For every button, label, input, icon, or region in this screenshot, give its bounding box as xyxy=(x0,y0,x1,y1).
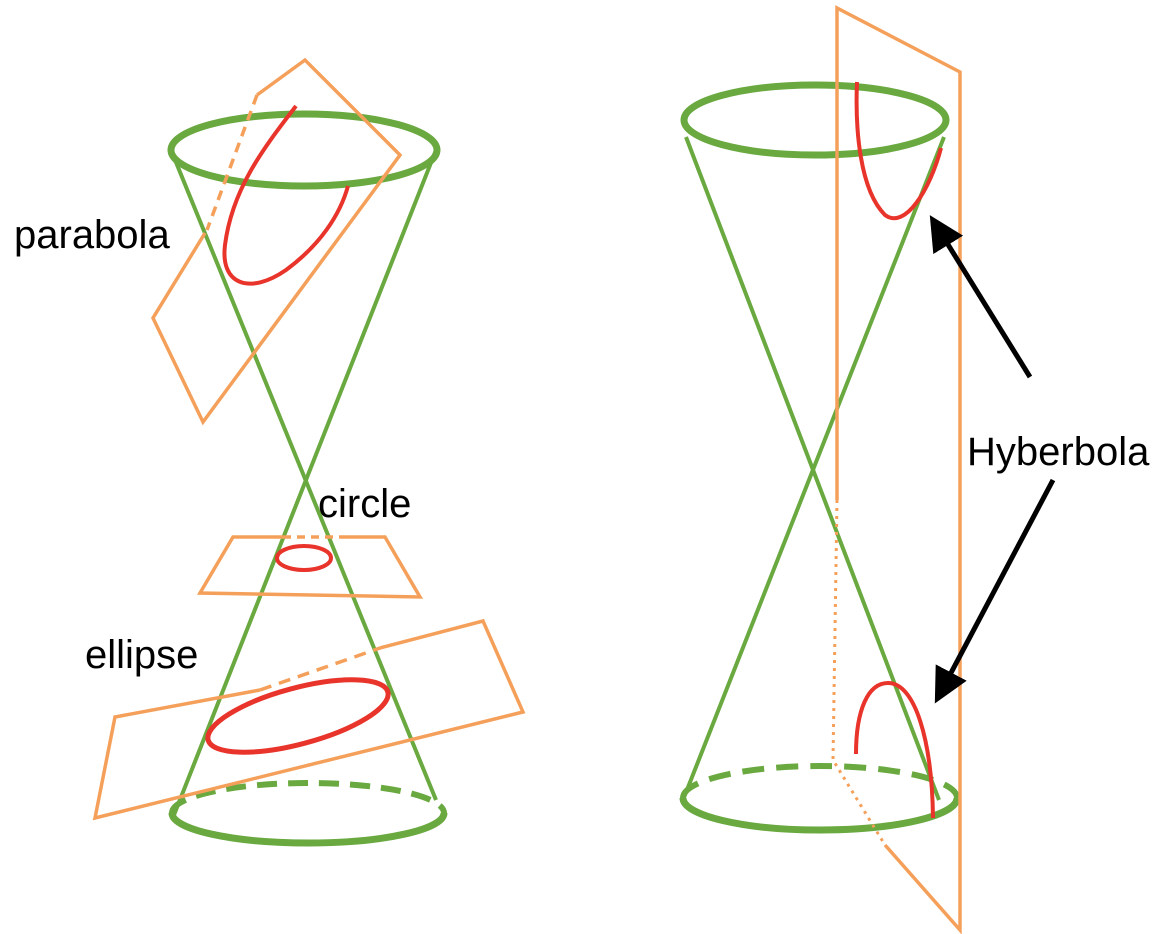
circle-label: circle xyxy=(318,482,411,526)
left-cone-generator-right xyxy=(170,149,438,821)
hyperbola-lower-branch xyxy=(854,680,935,819)
ellipse-label: ellipse xyxy=(85,633,198,677)
parabola-plane-hidden-edge xyxy=(205,94,259,231)
hyperbola-cut xyxy=(831,5,962,934)
parabola-label: parabola xyxy=(14,213,170,257)
hyperbola-upper-branch xyxy=(854,81,943,221)
hyperbola-plane xyxy=(835,5,962,934)
parabola-curve xyxy=(222,104,350,286)
circle-cut xyxy=(196,535,424,599)
ellipse-plane-hidden-edge xyxy=(259,646,381,692)
arrow-to-upper-branch xyxy=(929,215,1033,379)
right-cone-top-rim xyxy=(680,81,950,159)
circle-plane xyxy=(196,535,424,599)
right-cone-bottom-rim-front xyxy=(679,797,961,834)
ellipse-cut xyxy=(92,618,526,821)
right-cone-bottom-rim-back xyxy=(680,763,960,799)
arrow-to-lower-branch xyxy=(934,478,1056,704)
circle-curve xyxy=(275,544,333,572)
right-double-cone xyxy=(679,81,961,834)
left-cone-generator-left xyxy=(169,149,438,801)
left-double-cone xyxy=(167,110,448,847)
ellipse-curve xyxy=(205,677,391,755)
right-cone-generator-right xyxy=(681,136,946,801)
left-cone-bottom-rim-back xyxy=(169,780,447,814)
ellipse-plane xyxy=(92,618,526,821)
parabola-plane xyxy=(151,57,403,426)
hyperbola-plane-hidden-edge xyxy=(831,499,887,846)
parabola-cut xyxy=(151,57,403,426)
left-cone-top-rim xyxy=(167,110,441,190)
hyperbola-label: Hyberbola xyxy=(967,430,1150,474)
left-cone-bottom-rim-front xyxy=(168,812,448,847)
